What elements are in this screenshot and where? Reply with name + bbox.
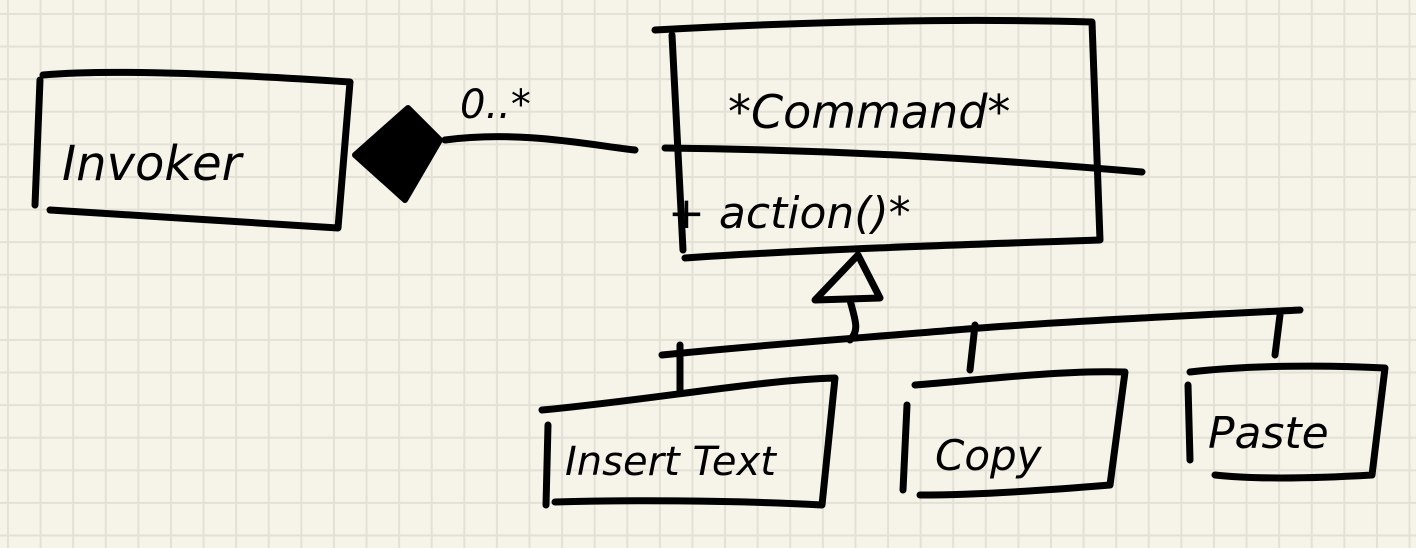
insert-text-class-box: Insert Text (538, 374, 839, 509)
invoker-class-box: Invoker (31, 68, 354, 232)
command-divider (661, 144, 1146, 176)
composition-diamond (352, 105, 443, 203)
invoker-label: Invoker (62, 136, 245, 192)
inheritance-tree (658, 296, 1304, 394)
association-line (441, 133, 639, 154)
inheritance-triangle (811, 251, 884, 304)
command-class-box: *Command* + action()* (651, 16, 1146, 262)
paste-class-box: Paste (1184, 362, 1389, 482)
command-method-label: + action()* (668, 188, 911, 239)
multiplicity-label: 0..* (460, 82, 531, 128)
paste-label: Paste (1208, 408, 1329, 459)
command-name-label: *Command* (728, 85, 1010, 139)
copy-label: Copy (935, 431, 1043, 480)
insert-text-label: Insert Text (565, 439, 777, 485)
copy-class-box: Copy (899, 368, 1129, 499)
